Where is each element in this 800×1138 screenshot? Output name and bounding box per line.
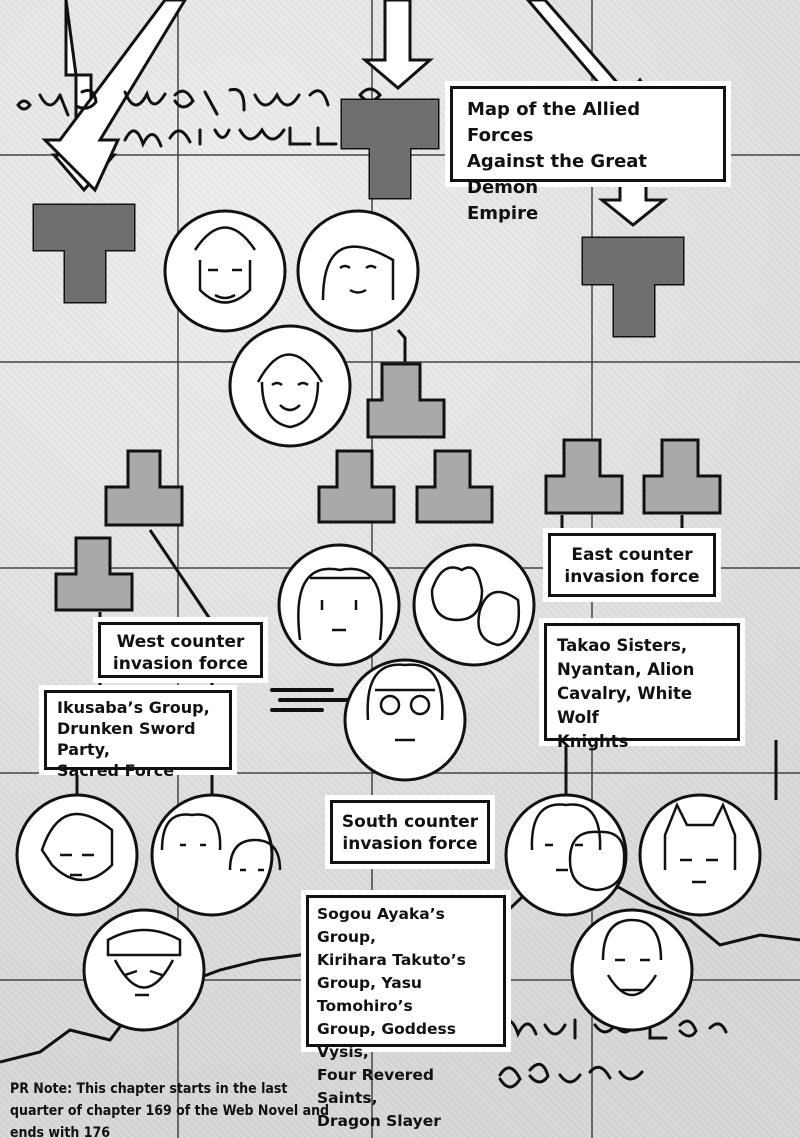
south-force-members-text: Sogou Ayaka’s Group, Kirihara Takuto’s G… — [317, 905, 466, 1130]
south-force-members: Sogou Ayaka’s Group, Kirihara Takuto’s G… — [306, 895, 506, 1130]
east-force-label: East counter invasion force — [548, 533, 716, 597]
east-force-members: Takao Sisters, Nyantan, Alion Cavalry, W… — [544, 623, 740, 751]
t-piece-marker-icon — [54, 362, 722, 612]
west-force-label-text: West counter invasion force — [112, 632, 249, 674]
map-title-text: Map of the Allied Forces Against the Gre… — [467, 99, 648, 224]
west-force-label: West counter invasion force — [98, 622, 263, 678]
t-piece-marker-icon — [32, 98, 685, 338]
south-force-label-text: South counter invasion force — [341, 812, 479, 854]
pr-note: PR Note: This chapter starts in the last… — [10, 1081, 330, 1138]
south-force-label: South counter invasion force — [330, 800, 490, 864]
east-force-label-text: East counter invasion force — [564, 545, 700, 587]
west-force-members-text: Ikusaba’s Group, Drunken Sword Party, Sa… — [57, 698, 210, 780]
down-arrow-icon — [597, 178, 669, 227]
down-arrow-icon — [360, 0, 434, 90]
map-title: Map of the Allied Forces Against the Gre… — [450, 86, 726, 224]
west-force-members: Ikusaba’s Group, Drunken Sword Party, Sa… — [44, 690, 232, 780]
down-arrow-icon — [41, 0, 187, 193]
east-force-members-text: Takao Sisters, Nyantan, Alion Cavalry, W… — [557, 636, 695, 751]
character-portrait-icon — [15, 209, 762, 1032]
